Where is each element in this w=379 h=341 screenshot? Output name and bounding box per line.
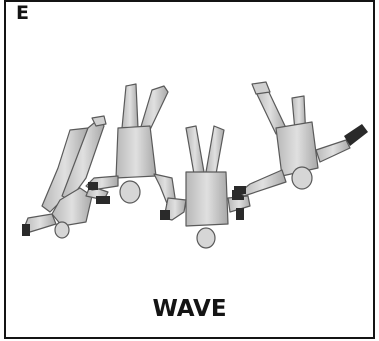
skydiver-3 <box>160 125 251 249</box>
skydiver-1 <box>22 115 109 239</box>
skydiver-4 <box>234 81 368 197</box>
panel-label: E <box>16 2 29 24</box>
formation-caption: WAVE <box>152 296 227 322</box>
